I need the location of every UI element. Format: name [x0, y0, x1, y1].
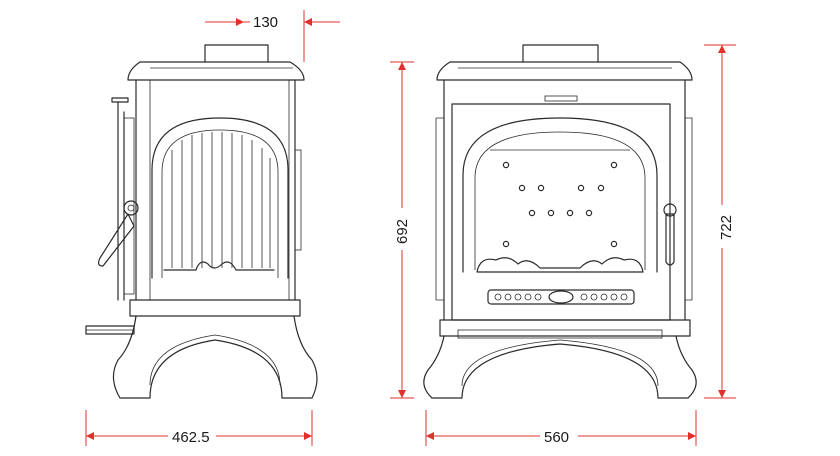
dimension-130: 130: [205, 10, 340, 62]
side-flue-collar: [204, 44, 269, 63]
side-legs: [112, 315, 318, 399]
dimension-560: 560: [425, 410, 697, 446]
front-air-slider: [487, 289, 635, 305]
front-nameplate: [544, 95, 578, 102]
front-grate: [476, 257, 644, 273]
side-body: [135, 79, 296, 301]
dimension-462-5-label: 462.5: [172, 429, 210, 446]
side-rear-vent: [294, 149, 302, 251]
side-grate-bars: [163, 132, 275, 271]
front-flue-collar: [522, 44, 599, 63]
front-top-plate: [436, 61, 693, 81]
side-base-skirt: [129, 299, 301, 317]
front-door-handle: [663, 203, 677, 266]
front-firebox-studs: [502, 161, 618, 248]
dimension-462-5: 462.5: [85, 410, 313, 446]
front-door-arch: [462, 117, 658, 273]
front-body: [443, 79, 686, 321]
dimension-722-label: 722: [718, 215, 735, 240]
dimension-130-label: 130: [253, 14, 278, 31]
front-legs: [423, 335, 697, 399]
dimension-560-label: 560: [544, 429, 569, 446]
front-base-skirt: [439, 319, 691, 337]
front-view: [423, 44, 697, 399]
dimension-692-label: 692: [394, 219, 411, 244]
side-view: [85, 44, 318, 399]
dimension-722: 722: [704, 44, 736, 399]
side-top-plate: [127, 61, 305, 81]
side-door-handle: [97, 97, 139, 301]
side-door-arch: [151, 117, 289, 279]
dimension-692: 692: [390, 61, 414, 399]
